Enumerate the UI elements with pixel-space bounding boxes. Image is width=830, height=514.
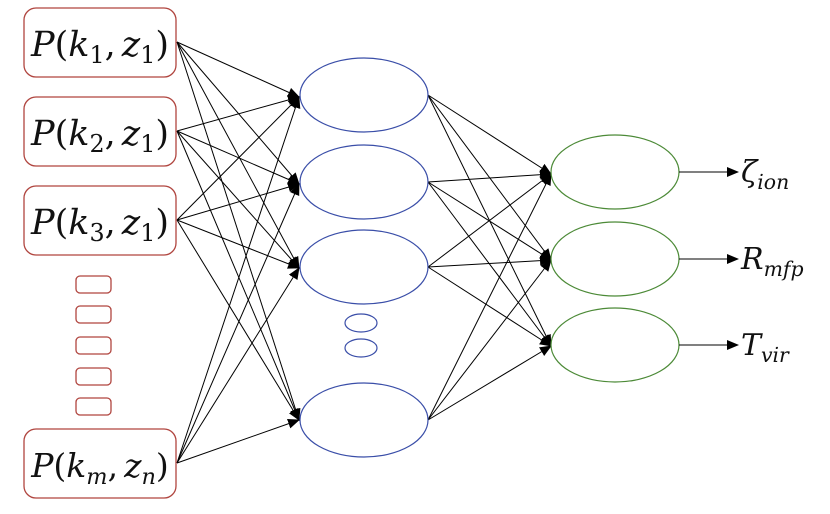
ellipsis-box-5 bbox=[75, 397, 112, 416]
ellipsis-box-4 bbox=[75, 367, 112, 386]
connection-edge-16 bbox=[176, 418, 300, 464]
connection-edge-24 bbox=[427, 255, 552, 268]
input-label-1: P(k1,z1) bbox=[30, 25, 169, 69]
ellipsis-box-3 bbox=[75, 336, 112, 355]
output-label-3: Tvir bbox=[741, 328, 790, 367]
connection-edge-1 bbox=[176, 41, 300, 98]
connection-edge-3 bbox=[176, 41, 300, 269]
hidden-node-4 bbox=[299, 382, 429, 458]
connection-edge-28 bbox=[427, 345, 552, 421]
connection-edge-14 bbox=[176, 183, 300, 464]
connection-edge-13 bbox=[176, 96, 301, 464]
connection-edge-25 bbox=[427, 266, 552, 347]
connection-edge-4 bbox=[176, 41, 301, 421]
connection-edge-11 bbox=[176, 219, 300, 269]
connection-edge-26 bbox=[427, 173, 552, 421]
hidden-nodes bbox=[299, 57, 429, 458]
connection-edge-8 bbox=[176, 130, 300, 421]
connection-edge-6 bbox=[176, 130, 300, 185]
output-nodes bbox=[550, 134, 680, 383]
input-label-4: P(km,zn) bbox=[30, 446, 169, 490]
hidden-node-1 bbox=[299, 57, 429, 133]
hidden-ellipsis-1 bbox=[344, 313, 378, 333]
input-node-2 bbox=[23, 96, 177, 167]
connection-edge-15 bbox=[176, 267, 300, 464]
connection-edge-2 bbox=[176, 41, 300, 185]
input-labels: P(k1,z1) P(k2,z1) P(k3,z1) P(km,zn) bbox=[30, 25, 169, 490]
connection-edge-20 bbox=[427, 169, 552, 183]
input-node-4 bbox=[23, 428, 177, 499]
connection-edge-12 bbox=[176, 219, 300, 421]
output-node-2 bbox=[550, 221, 680, 297]
connection-edge-5 bbox=[176, 95, 300, 132]
output-label-1: ζion bbox=[741, 155, 789, 194]
hidden-node-3 bbox=[299, 229, 429, 305]
output-arrows bbox=[679, 167, 739, 350]
input-nodes bbox=[23, 7, 177, 499]
output-labels: ζion Rmfp Tvir bbox=[740, 155, 804, 367]
ellipsis-box-1 bbox=[75, 275, 112, 294]
connection-edge-9 bbox=[176, 96, 300, 221]
output-label-2: Rmfp bbox=[740, 242, 804, 281]
input-node-3 bbox=[23, 185, 177, 256]
output-node-1 bbox=[550, 134, 680, 210]
connection-edge-7 bbox=[176, 130, 300, 269]
input-node-1 bbox=[23, 7, 177, 78]
output-node-3 bbox=[550, 307, 680, 383]
connection-edge-27 bbox=[427, 259, 552, 421]
connection-edges bbox=[176, 41, 552, 464]
connection-edge-23 bbox=[427, 173, 552, 268]
hidden-ellipsis-2 bbox=[344, 338, 378, 358]
ellipsis-box-2 bbox=[75, 305, 112, 324]
input-label-3: P(k3,z1) bbox=[30, 203, 169, 247]
connection-edge-17 bbox=[427, 94, 552, 175]
hidden-node-2 bbox=[299, 144, 429, 220]
connection-edge-10 bbox=[176, 182, 300, 221]
input-label-2: P(k2,z1) bbox=[30, 114, 169, 158]
